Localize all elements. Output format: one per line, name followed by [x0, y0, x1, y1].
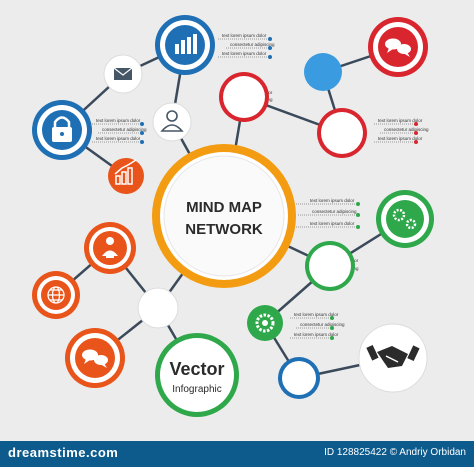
footer-brand: dreamstime.com [8, 445, 119, 460]
gears-icon [392, 208, 417, 230]
growth-chart-node [108, 158, 144, 194]
presenter-node [84, 222, 136, 274]
label-text: text lorem ipsum dolor [222, 51, 267, 56]
presenter-icon [102, 237, 118, 258]
lock-node [32, 100, 92, 160]
plain-blue-node [304, 53, 342, 91]
bar-chart-node [155, 15, 215, 75]
vector-infographic-node: Vector Infographic [155, 333, 239, 417]
label-text: text lorem ipsum dolor [294, 332, 339, 337]
lock-icon [52, 116, 72, 142]
label-text: text lorem ipsum dolor [96, 136, 141, 141]
handshake-icon [366, 344, 420, 368]
speech-bubbles-icon [82, 349, 108, 368]
label-text: consectetur adipiscing [312, 209, 357, 214]
center-title-line2: NETWORK [185, 221, 263, 238]
blue-ring-node-bottom [278, 357, 320, 399]
bar-chart-icon [175, 34, 197, 54]
center-node: MIND MAP NETWORK [152, 144, 296, 288]
label-text: consectetur adipiscing [300, 322, 345, 327]
chat-node [368, 17, 428, 77]
label-text: text lorem ipsum dolor [310, 198, 355, 203]
label-text: text lorem ipsum dolor [378, 118, 423, 123]
settings-gear-icon [255, 313, 275, 333]
label-text: text lorem ipsum dolor [310, 221, 355, 226]
vector-subtitle: Infographic [172, 384, 221, 395]
vector-title: Vector [169, 359, 224, 379]
footer-id: ID 128825422 © Andriy Orbidan [324, 447, 466, 458]
gears-node [376, 190, 434, 248]
label-text: consectetur adipiscing [102, 127, 147, 132]
globe-icon [47, 286, 65, 304]
label-text: text lorem ipsum dolor [96, 118, 141, 123]
person-icon [160, 110, 184, 132]
label-text: text lorem ipsum dolor [378, 136, 423, 141]
white-node-lower [137, 287, 179, 329]
label-group-left: text lorem ipsum dolor consectetur adipi… [92, 118, 147, 144]
label-group-lower-right: text lorem ipsum dolor consectetur adipi… [290, 312, 345, 340]
speech-bubbles-node [65, 328, 125, 388]
envelope-icon [113, 67, 133, 80]
center-title-line1: MIND MAP [186, 199, 262, 216]
red-ring-node-right [317, 108, 367, 158]
label-group-top: text lorem ipsum dolor consectetur adipi… [218, 33, 275, 59]
settings-gear-node [247, 305, 283, 341]
handshake-node [358, 323, 428, 393]
label-text: consectetur adipiscing [230, 42, 275, 47]
red-ring-node-upper [219, 72, 269, 122]
label-text: text lorem ipsum dolor [222, 33, 267, 38]
growth-chart-icon [114, 159, 137, 185]
label-text: consectetur adipiscing [384, 127, 429, 132]
footer-bar: dreamstime.com ID 128825422 © Andriy Orb… [0, 441, 474, 467]
label-text: text lorem ipsum dolor [294, 312, 339, 317]
person-node [152, 102, 192, 142]
chat-bubbles-icon [385, 38, 411, 57]
green-ring-node [305, 241, 355, 291]
envelope-node [103, 54, 143, 94]
globe-node [32, 271, 80, 319]
